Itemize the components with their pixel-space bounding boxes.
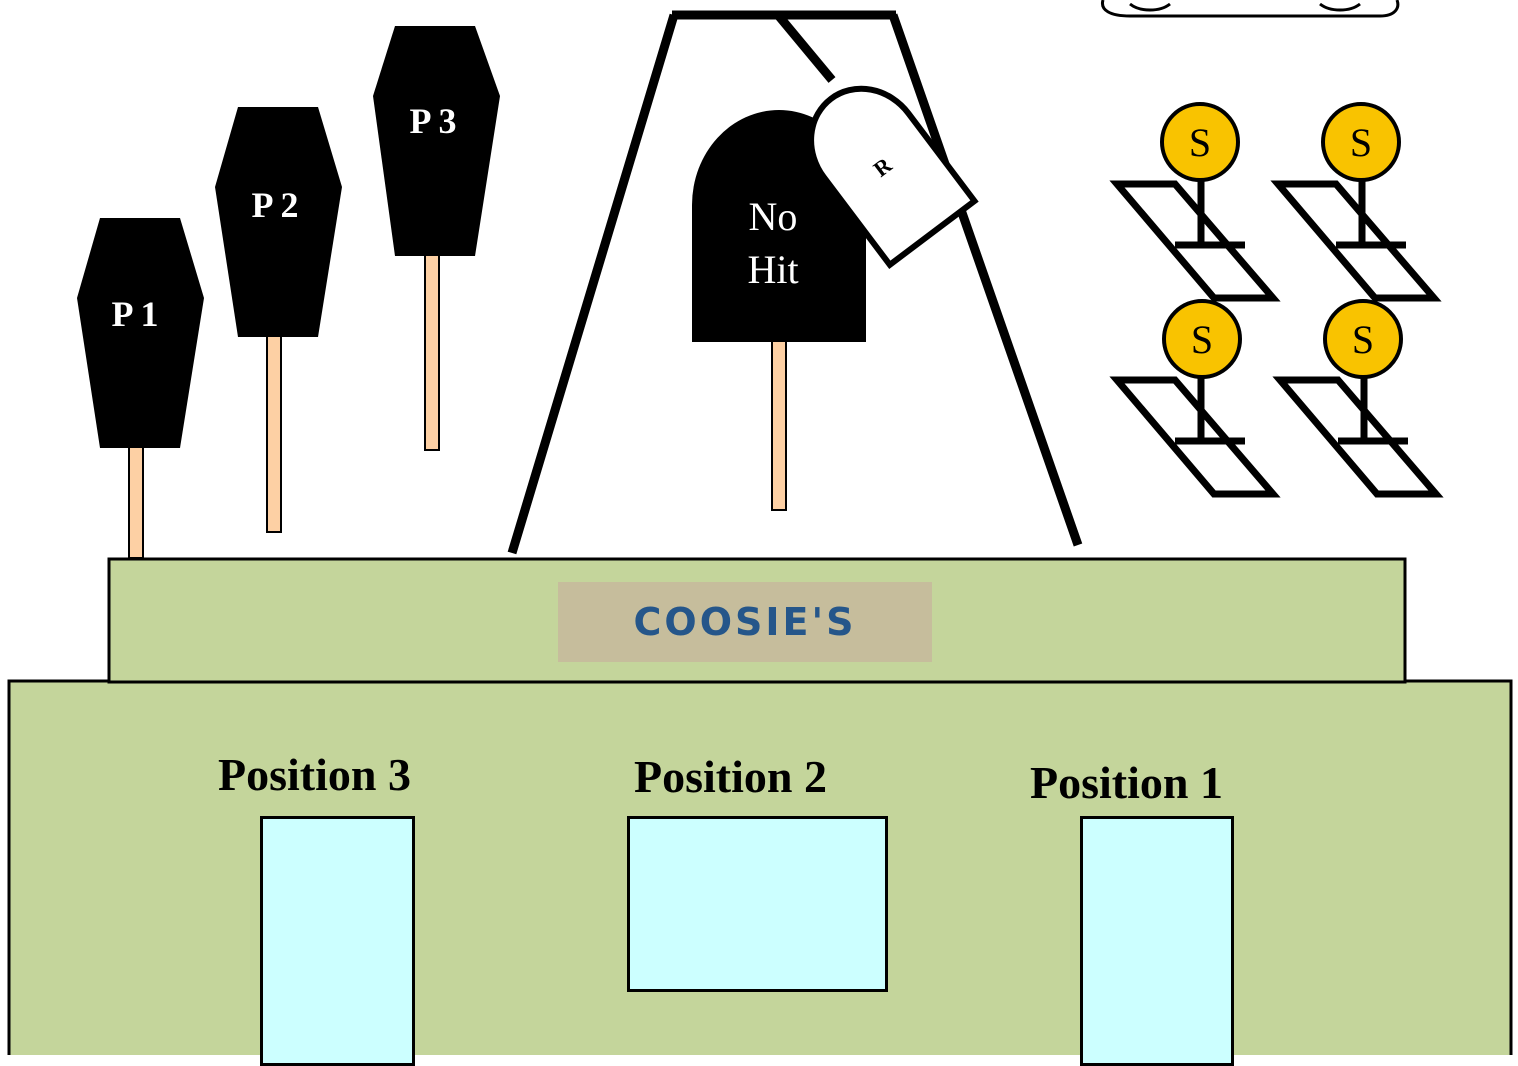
sign-posts [128, 249, 787, 559]
sign-p2: P 2 [215, 107, 342, 337]
sign-p3-label: P 3 [409, 101, 456, 141]
a-frame [507, 10, 1083, 555]
r-tag: R [808, 85, 979, 269]
sign-p2-label: P 2 [251, 185, 298, 225]
post-no-hit [771, 339, 787, 511]
safe-marker-3-label: S [1191, 317, 1213, 362]
safe-marker-2-label: S [1350, 120, 1372, 165]
window-position-2 [627, 816, 888, 992]
post-p3 [424, 249, 440, 451]
no-hit-line2: Hit [747, 247, 798, 292]
window-position-3 [260, 816, 415, 1066]
safe-marker-1-label: S [1189, 120, 1211, 165]
brand-sign: COOSIE'S [558, 582, 932, 662]
safe-marker-1: S [1109, 102, 1281, 302]
post-p1 [128, 439, 144, 559]
sign-p1: P 1 [77, 218, 204, 448]
safe-marker-2: S [1270, 102, 1442, 302]
sign-p3: P 3 [373, 26, 500, 256]
position-1-label: Position 1 [1030, 757, 1223, 808]
window-position-1 [1080, 816, 1234, 1066]
post-p2 [266, 329, 282, 533]
position-3-label: Position 3 [218, 749, 411, 800]
sign-p1-label: P 1 [111, 294, 158, 334]
safe-marker-4: S [1272, 299, 1444, 498]
brand-name: COOSIE'S [633, 600, 857, 644]
position-2-label: Position 2 [634, 751, 827, 802]
safe-marker-3: S [1109, 299, 1281, 498]
safe-marker-4-label: S [1352, 317, 1374, 362]
no-hit-line1: No [749, 194, 798, 239]
logo-fragment [1100, 0, 1400, 18]
